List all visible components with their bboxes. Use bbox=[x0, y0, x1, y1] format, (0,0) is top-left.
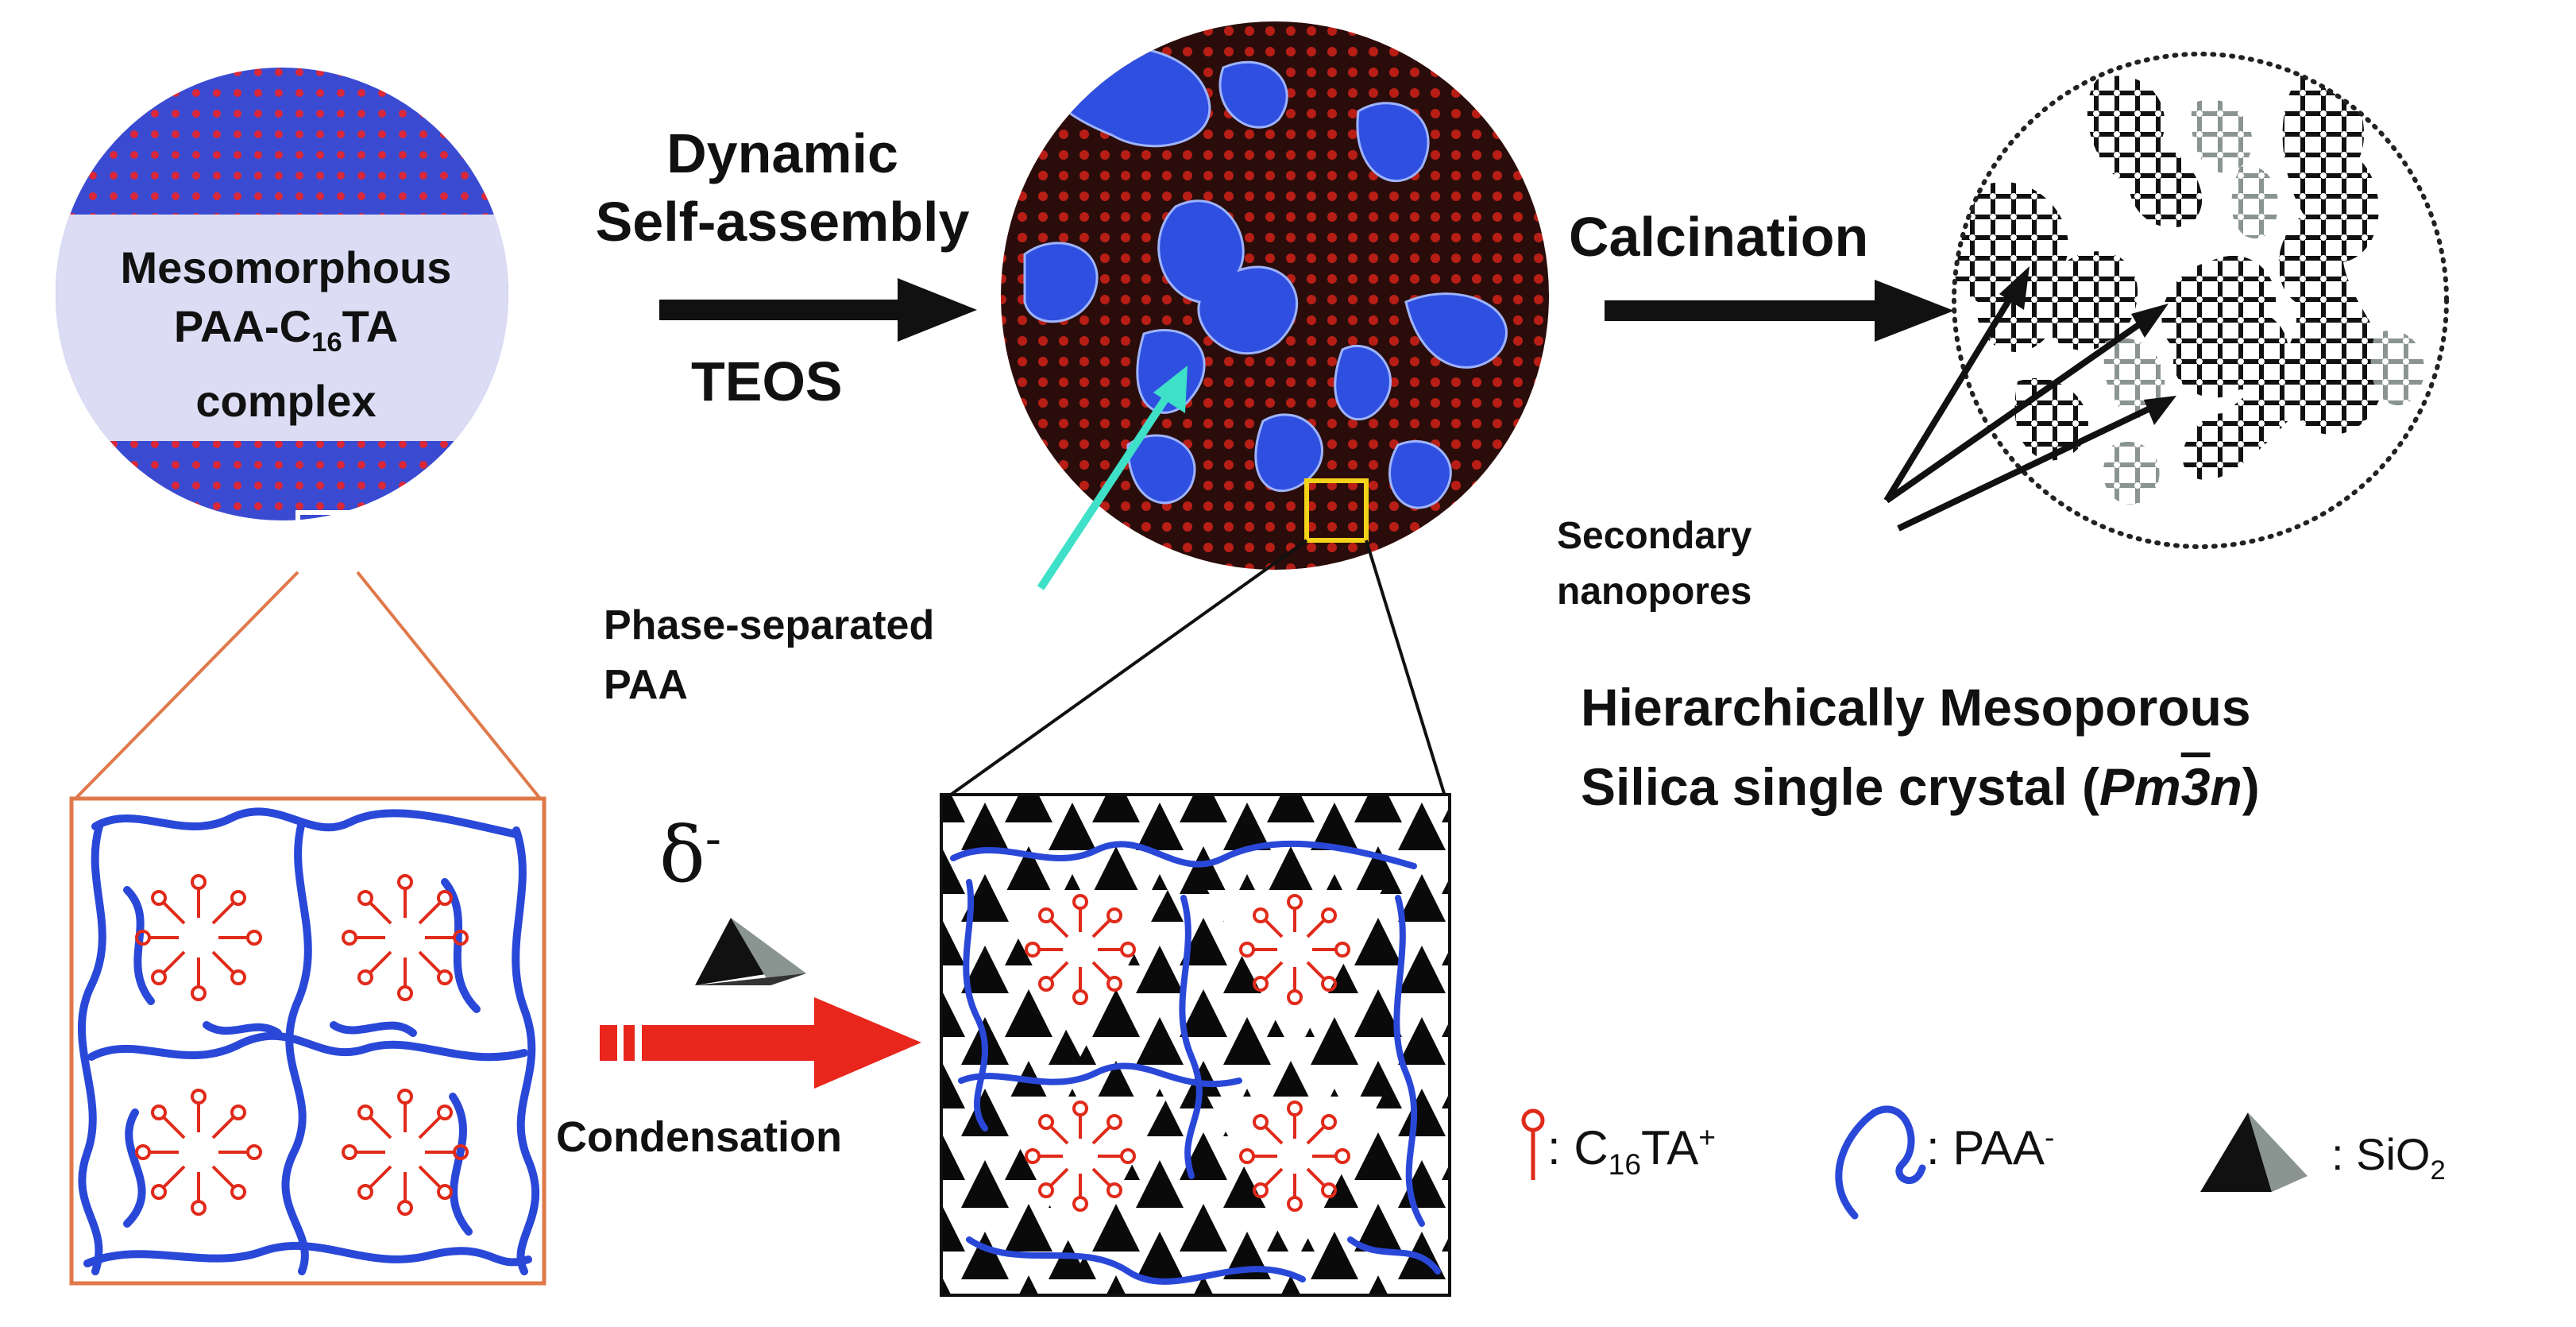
product-line1: Hierarchically Mesoporous bbox=[1581, 678, 2251, 737]
micelle bbox=[342, 1089, 469, 1216]
micelle bbox=[342, 874, 469, 1001]
secondary-line1: Secondary bbox=[1557, 515, 1752, 557]
phase-separated-callout-arrow bbox=[1037, 366, 1188, 590]
phase-separated-label: Phase-separated PAA bbox=[604, 596, 934, 715]
self-assembly-arrow bbox=[659, 278, 977, 342]
silica-pyramid-icon bbox=[695, 918, 806, 985]
secondary-nanopores-label: Secondary nanopores bbox=[1557, 509, 1751, 620]
composite-circle bbox=[1001, 21, 1549, 570]
micelle bbox=[1239, 1101, 1350, 1212]
micelle bbox=[135, 1089, 262, 1216]
self-assembly-line1: Dynamic bbox=[666, 122, 898, 184]
legend-c16ta: : C16TA+ bbox=[1547, 1120, 1716, 1181]
bar-digit: 3 bbox=[2180, 757, 2211, 816]
teos-label: TEOS bbox=[691, 350, 843, 412]
phase-separated-line2: PAA bbox=[604, 662, 688, 708]
complex-label-line3: complex bbox=[195, 376, 377, 427]
condensation-arrow bbox=[600, 997, 921, 1089]
condensation-label: Condensation bbox=[556, 1113, 842, 1161]
micelle bbox=[1239, 894, 1350, 1005]
phase-separated-line1: Phase-separated bbox=[604, 602, 935, 648]
surfactant-icon bbox=[1521, 1108, 1545, 1180]
complex-label-line2: PAA-C16TA bbox=[173, 301, 399, 358]
nanopore-pointer-heads bbox=[1999, 266, 2176, 425]
calcination-arrow bbox=[1605, 280, 1954, 342]
zoom-lines-left bbox=[74, 571, 542, 800]
nanopore-pointer-arrows bbox=[1883, 284, 2158, 532]
product-label: Hierarchically Mesoporous Silica single … bbox=[1581, 667, 2260, 826]
legend-sio2: : SiO2 bbox=[2331, 1129, 2446, 1186]
complex-label: Mesomorphous PAA-C16TA complex bbox=[56, 238, 516, 431]
calcination-label: Calcination bbox=[1569, 206, 1869, 268]
zoom-lines-center bbox=[944, 539, 1447, 800]
silica-legend-icon bbox=[2200, 1112, 2308, 1192]
self-assembly-label: Dynamic Self-assembly bbox=[556, 119, 1009, 256]
condensation-box bbox=[940, 793, 1451, 1297]
product-line2: Silica single crystal (Pm3n) bbox=[1581, 757, 2260, 816]
self-assembly-line2: Self-assembly bbox=[595, 191, 970, 253]
legend-paa: : PAA- bbox=[1926, 1120, 2055, 1174]
micelle-complex-box bbox=[69, 796, 546, 1286]
polymer-icon bbox=[1835, 1105, 1926, 1220]
complex-label-line1: Mesomorphous bbox=[120, 242, 452, 292]
complex-circle bbox=[56, 68, 508, 575]
mesoporous-silica-circle bbox=[1952, 52, 2449, 549]
micelle bbox=[1025, 1101, 1136, 1212]
delta-minus-label: δ- bbox=[659, 811, 722, 899]
secondary-line2: nanopores bbox=[1557, 571, 1752, 613]
micelle bbox=[1025, 894, 1136, 1005]
micelle bbox=[135, 874, 262, 1001]
